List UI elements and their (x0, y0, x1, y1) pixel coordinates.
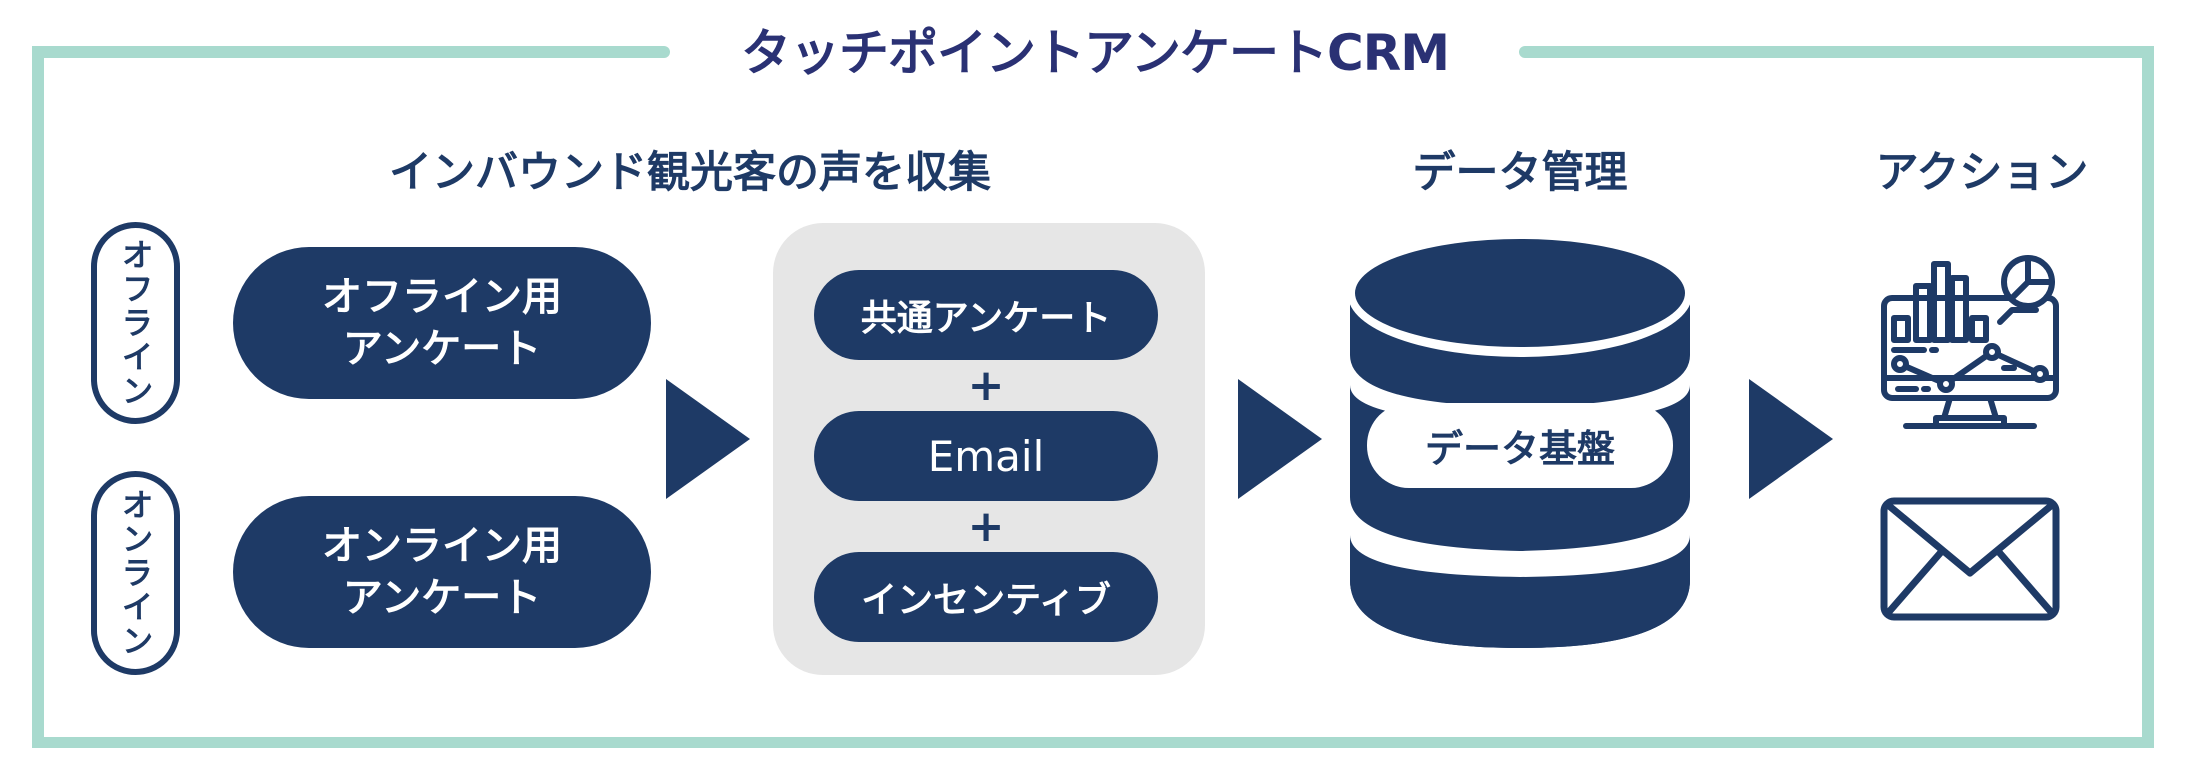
frame-top-right-line (1519, 46, 2154, 58)
email-pill: Email (814, 411, 1158, 501)
channel-tag-online-label: オンライン (116, 488, 155, 658)
offline-survey-pill: オフライン用 アンケート (233, 247, 651, 399)
database-bottom-segment-body (1350, 535, 1690, 648)
arrow-right-icon (1749, 379, 1833, 499)
database-top-ellipse (1355, 239, 1685, 347)
offline-survey-line2: アンケート (342, 326, 542, 372)
frame-right-line (2142, 46, 2154, 748)
arrow-right-icon (1238, 379, 1322, 499)
plus-icon: + (967, 501, 1005, 552)
channel-tag-online: オンライン (91, 471, 180, 675)
frame-top-left-line (32, 46, 670, 58)
heading-collect: インバウンド観光客の声を収集 (389, 148, 991, 198)
online-survey-line1: オンライン用 (322, 523, 562, 569)
frame-left-line (32, 46, 44, 748)
frame-bottom-line (32, 737, 2154, 748)
email-envelope-icon (1880, 497, 2060, 621)
channel-tag-offline-label: オフライン (116, 238, 155, 408)
incentive-pill: インセンティブ (814, 552, 1158, 642)
online-survey-pill: オンライン用 アンケート (233, 496, 651, 648)
offline-survey-line1: オフライン用 (322, 274, 562, 320)
plus-icon: + (967, 360, 1005, 411)
heading-data-management: データ管理 (1412, 148, 1628, 198)
common-survey-pill: 共通アンケート (814, 270, 1158, 360)
diagram-title: タッチポイントアンケートCRM (741, 24, 1450, 82)
data-platform-label: データ基盤 (1367, 403, 1673, 488)
online-survey-line2: アンケート (342, 575, 542, 621)
arrow-right-icon (666, 379, 750, 499)
heading-action: アクション (1875, 148, 2089, 198)
analytics-dashboard-icon (1881, 255, 2059, 429)
channel-tag-offline: オフライン (91, 222, 180, 424)
